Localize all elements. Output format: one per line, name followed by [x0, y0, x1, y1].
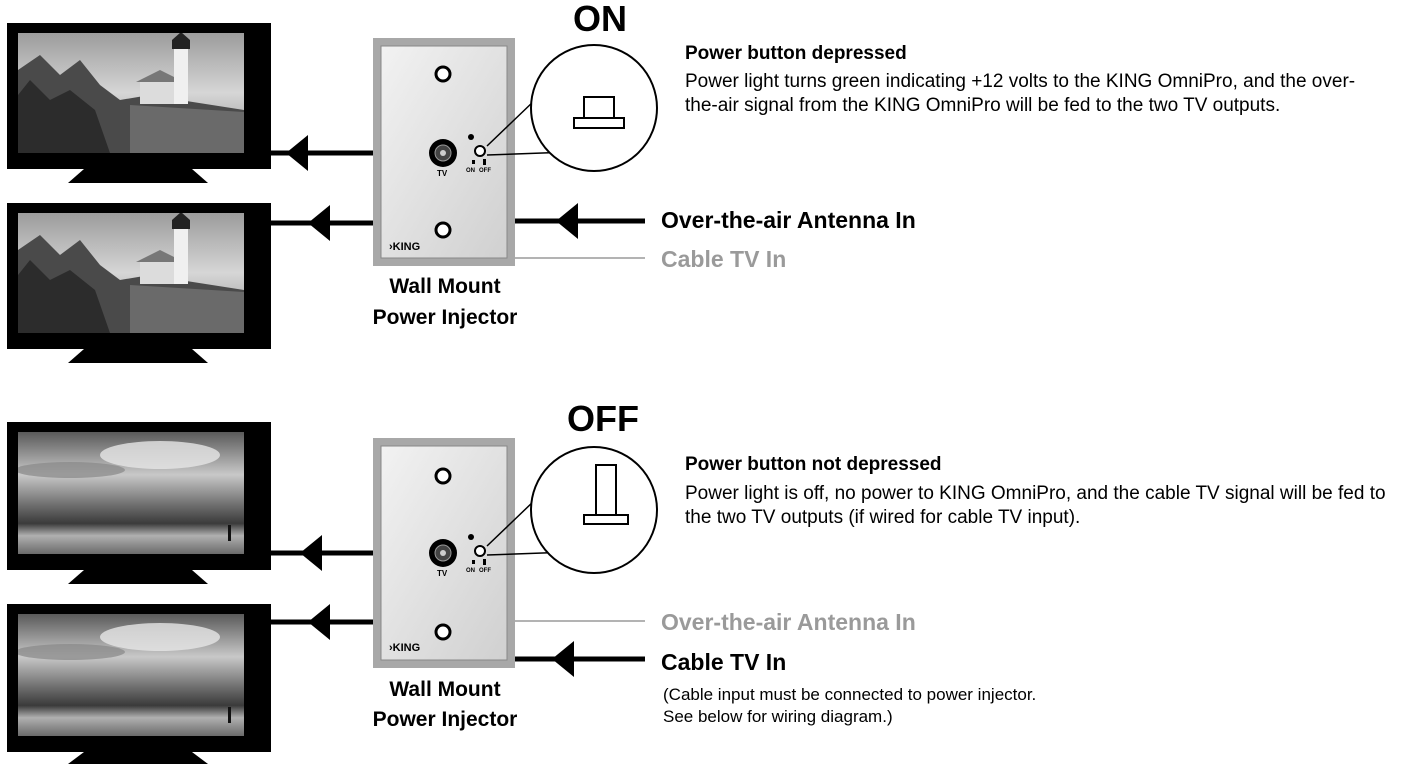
power-light-icon: [468, 134, 474, 140]
on-plate-caption-1: Wall Mount: [389, 275, 501, 298]
on-description: Power light turns green indicating +12 v…: [685, 71, 1356, 116]
tv-set-bottom-2: [7, 604, 271, 764]
beach-image: [18, 614, 244, 736]
beach-image: [18, 432, 244, 554]
lighthouse-image: [18, 33, 244, 153]
wall-plate-bottom: [373, 438, 515, 668]
off-heading: Power button not depressed: [685, 454, 942, 475]
on-heading: Power button depressed: [685, 43, 907, 64]
plate-tv-label: TV: [437, 569, 448, 578]
off-note-2: See below for wiring diagram.): [663, 707, 893, 726]
plate-tv-label: TV: [437, 169, 448, 178]
button-depressed-icon: [583, 96, 615, 119]
plate-on-label: ON: [466, 168, 475, 174]
off-description: Power light is off, no power to KING Omn…: [685, 483, 1386, 528]
plate-off-label: OFF: [479, 568, 491, 574]
tv-set-top-2: [7, 203, 271, 363]
on-antenna-label: Over-the-air Antenna In: [661, 207, 916, 233]
plate-on-label: ON: [466, 568, 475, 574]
on-plate-caption-2: Power Injector: [372, 306, 518, 329]
power-button-callout-top: [486, 44, 658, 172]
off-note-1: (Cable input must be connected to power …: [663, 685, 1037, 704]
king-logo: ›KING: [389, 241, 421, 253]
on-state-label: ON: [573, 0, 627, 39]
off-plate-caption-2: Power Injector: [372, 708, 518, 731]
power-button-callout-bottom: [486, 446, 658, 574]
tv-output-lines-top: [271, 135, 430, 241]
off-cable-label: Cable TV In: [661, 649, 787, 675]
lighthouse-image: [18, 213, 244, 333]
power-button-icon: [474, 545, 486, 557]
wall-plate-top: [373, 38, 515, 266]
power-light-icon: [468, 534, 474, 540]
power-button-icon: [474, 145, 486, 157]
king-logo: ›KING: [389, 642, 421, 654]
input-lines-bottom: [515, 620, 645, 677]
button-raised-icon: [595, 464, 617, 516]
off-plate-caption-1: Wall Mount: [389, 678, 501, 701]
input-lines-top: [515, 203, 645, 259]
plate-off-label: OFF: [479, 168, 491, 174]
tv-set-bottom-1: [7, 422, 271, 584]
off-state-label: OFF: [567, 398, 639, 439]
on-cable-label: Cable TV In: [661, 246, 787, 272]
off-antenna-label: Over-the-air Antenna In: [661, 609, 916, 635]
tv-set-top-1: [7, 23, 271, 183]
